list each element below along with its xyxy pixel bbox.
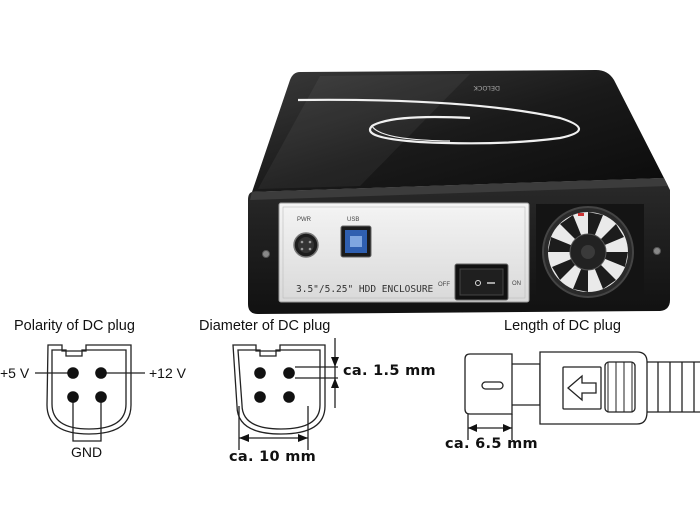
polarity-pins bbox=[67, 367, 107, 403]
diameter-title: Diameter of DC plug bbox=[199, 318, 331, 334]
plus-5v-label: +5 V bbox=[0, 365, 30, 381]
switch-on-label: ON bbox=[512, 281, 521, 287]
length-plug-diagram bbox=[464, 351, 700, 440]
power-port-icon bbox=[293, 232, 319, 258]
power-switch bbox=[454, 263, 509, 301]
switch-off-label: OFF bbox=[438, 282, 450, 288]
usb-port-label: USB bbox=[347, 217, 360, 223]
diameter-plug-diagram bbox=[232, 338, 338, 450]
diameter-pins bbox=[254, 367, 295, 403]
gnd-label: GND bbox=[71, 444, 103, 460]
hdd-enclosure: DELOCK bbox=[248, 70, 670, 314]
screw-icon bbox=[653, 247, 661, 255]
brand-logo: DELOCK bbox=[473, 84, 500, 92]
pwr-port-label: PWR bbox=[297, 217, 311, 223]
pin-dimension-label: ca. 1.5 mm bbox=[343, 363, 436, 379]
enclosure-model-text: 3.5"/5.25" HDD ENCLOSURE bbox=[296, 284, 434, 295]
screw-icon bbox=[262, 250, 270, 258]
tip-length-dimension-label: ca. 6.5 mm bbox=[445, 436, 538, 452]
plus-12v-label: +12 V bbox=[149, 365, 186, 381]
polarity-plug-diagram bbox=[35, 344, 145, 442]
cooling-fan-icon bbox=[536, 204, 644, 300]
swoosh-logo-icon bbox=[297, 98, 581, 145]
length-arrows bbox=[468, 424, 512, 432]
diameter-arrows bbox=[239, 357, 339, 442]
usb-port-icon bbox=[340, 225, 372, 258]
length-title: Length of DC plug bbox=[504, 318, 621, 334]
plug-width-dimension-label: ca. 10 mm bbox=[229, 449, 317, 465]
polarity-title: Polarity of DC plug bbox=[14, 318, 135, 334]
